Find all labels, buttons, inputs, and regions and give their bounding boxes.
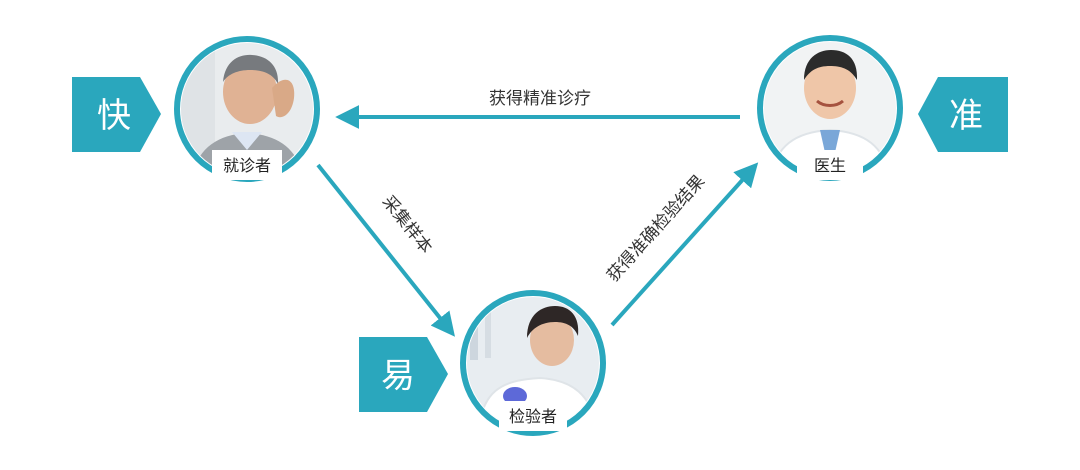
svg-text:准: 准 (949, 96, 983, 136)
node-lab: 检验者 (460, 290, 606, 436)
node-doctor: 医生 (757, 35, 903, 181)
node-doctor-label-box (797, 150, 863, 180)
tag-easy: 易 (359, 337, 448, 412)
node-patient-label-box (212, 150, 282, 180)
edge-label-lab-to-doctor: 获得准确检验结果 (603, 171, 709, 285)
arrow-patient-to-lab (316, 163, 455, 337)
node-patient-label: 就诊者 (223, 156, 271, 175)
svg-text:快: 快 (97, 96, 131, 136)
tag-accurate: 准 (918, 77, 1008, 152)
edge-label-doctor-to-patient: 获得精准诊疗 (489, 89, 591, 109)
node-patient: 就诊者 (174, 36, 320, 182)
tag-fast: 快 (72, 77, 161, 152)
node-lab-label-box (499, 401, 567, 431)
arrow-lab-to-doctor (610, 162, 759, 327)
node-doctor-label: 医生 (814, 156, 846, 175)
node-lab-label: 检验者 (509, 407, 557, 426)
svg-text:易: 易 (381, 356, 415, 396)
